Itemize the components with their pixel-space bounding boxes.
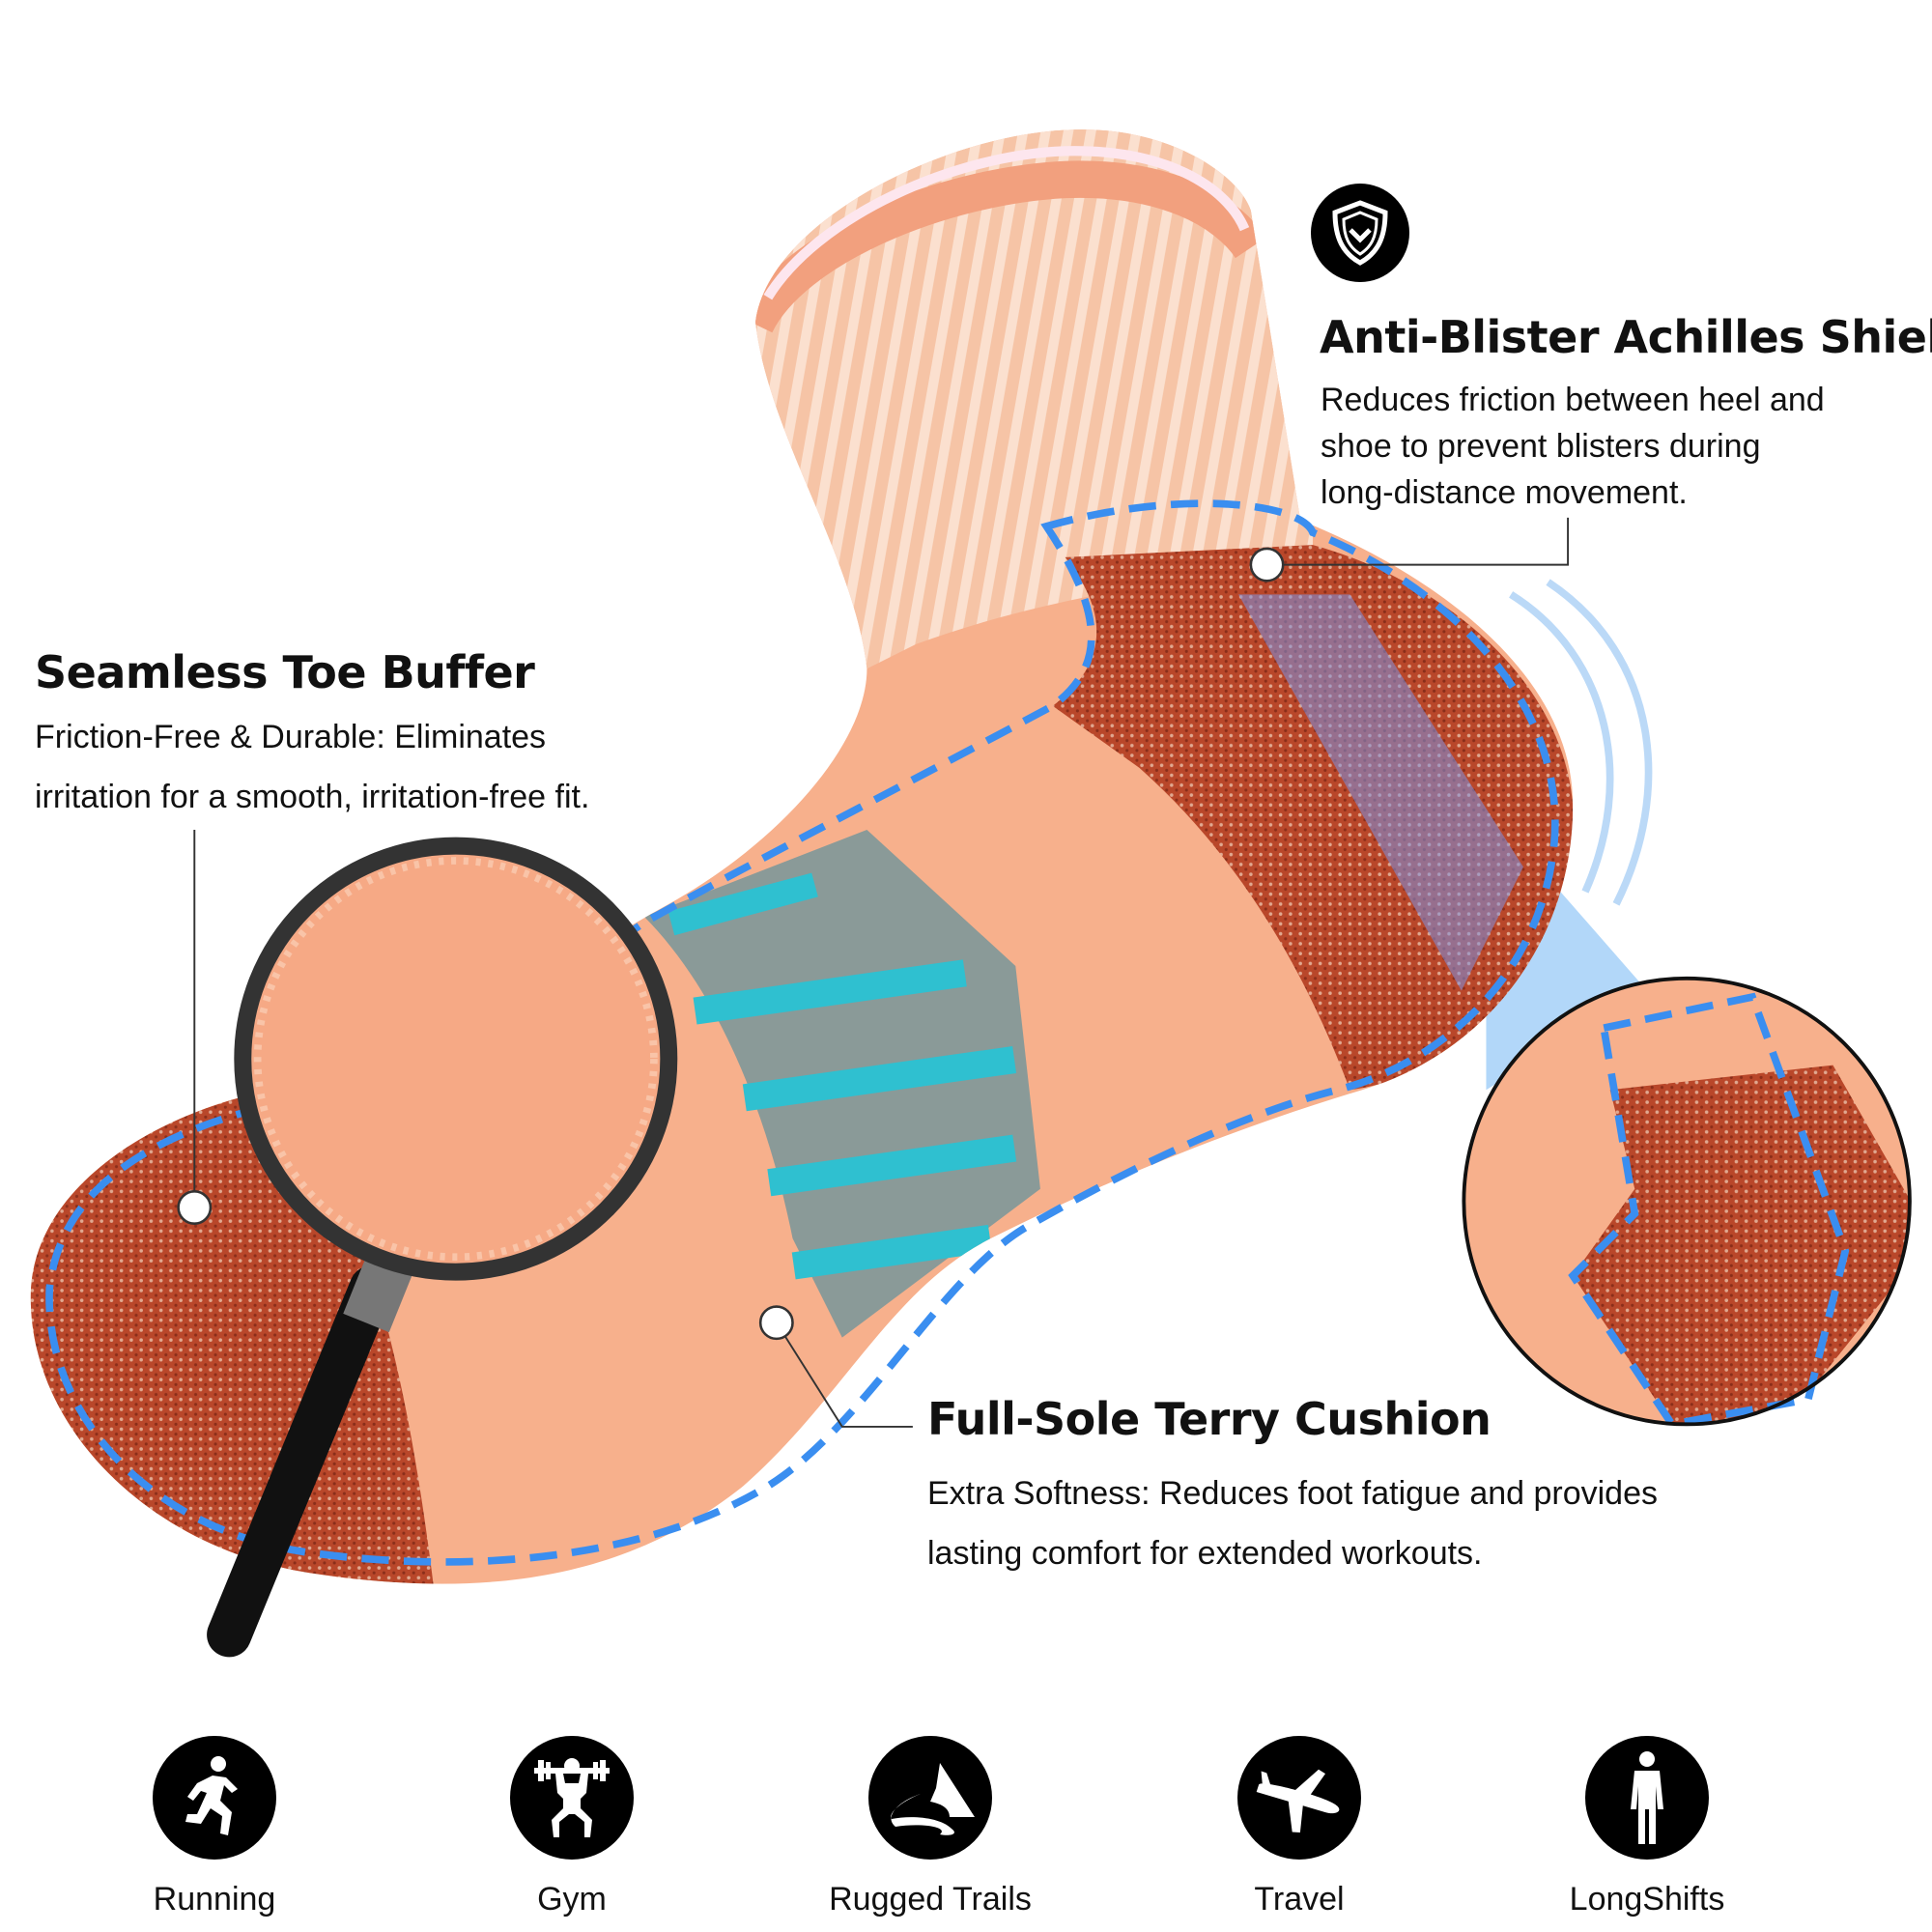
sole-description: Extra Softness: Reduces foot fatigue and… <box>927 1463 1658 1583</box>
sole-line: Extra Softness: Reduces foot fatigue and… <box>927 1475 1659 1512</box>
usage-label: Rugged Trails <box>829 1881 1032 1918</box>
achilles-line: Reduces friction between heel and <box>1321 382 1825 418</box>
magnifier-icon <box>207 837 678 1658</box>
usage-rugged-trails: Rugged Trails <box>785 1736 1075 1918</box>
heel-detail-inset <box>1462 976 1912 1429</box>
zone-outlines <box>45 499 1559 1566</box>
usage-label: Gym <box>537 1881 607 1918</box>
sole-title: Full-Sole Terry Cushion <box>927 1393 1492 1445</box>
callout-lines <box>193 517 1570 1428</box>
sole-line: lasting comfort for extended workouts. <box>927 1535 1483 1572</box>
standing-person-icon <box>1585 1736 1709 1860</box>
running-icon <box>153 1736 276 1860</box>
usage-label: Running <box>153 1881 276 1918</box>
toe-title: Seamless Toe Buffer <box>35 646 535 698</box>
usage-gym: Gym <box>427 1736 717 1918</box>
sole-marker <box>758 1305 794 1341</box>
achilles-marker <box>1249 547 1285 582</box>
achilles-description: Reduces friction between heel and shoe t… <box>1321 377 1825 516</box>
usage-travel: Travel <box>1154 1736 1444 1918</box>
motion-arcs-icon <box>1509 579 1653 906</box>
usage-longshifts: LongShifts <box>1502 1736 1792 1918</box>
shield-check-icon <box>1311 184 1409 282</box>
toe-marker <box>177 1190 213 1225</box>
achilles-title: Anti-Blister Achilles Shield <box>1320 311 1932 363</box>
usage-label: LongShifts <box>1569 1881 1725 1918</box>
weightlifting-icon <box>510 1736 634 1860</box>
usage-running: Running <box>70 1736 359 1918</box>
achilles-line: long-distance movement. <box>1321 474 1688 511</box>
achilles-line: shoe to prevent blisters during <box>1321 428 1761 465</box>
toe-description: Friction-Free & Durable: Eliminates irri… <box>35 707 589 827</box>
mountain-trail-icon <box>868 1736 992 1860</box>
airplane-icon <box>1237 1736 1361 1860</box>
usage-label: Travel <box>1254 1881 1345 1918</box>
toe-line: irritation for a smooth, irritation-free… <box>35 779 590 815</box>
toe-line: Friction-Free & Durable: Eliminates <box>35 719 547 755</box>
